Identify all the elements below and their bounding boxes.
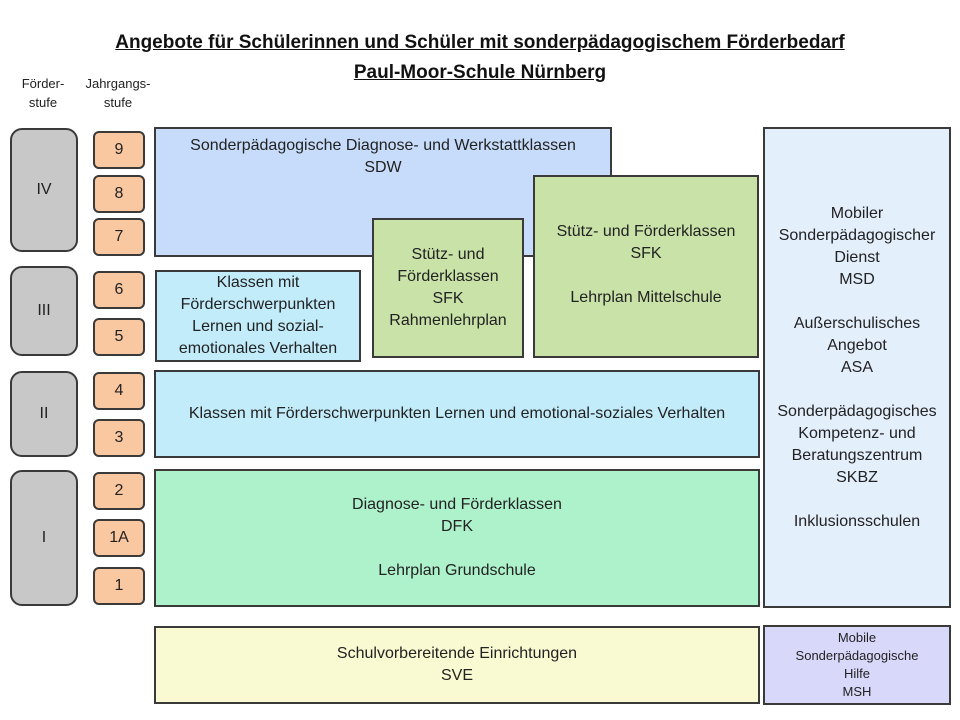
grade-1: 1	[93, 567, 145, 605]
grade-7: 7	[93, 218, 145, 256]
stage-iv: IV	[10, 128, 78, 252]
grade-6: 6	[93, 271, 145, 309]
stage-i: I	[10, 470, 78, 606]
jahrgangsstufe-header: Jahrgangs- stufe	[85, 76, 151, 110]
klassen-sozial-emotional-box: Klassen mit Förderschwerpunkten Lernen u…	[155, 270, 361, 362]
foerderstufe-header: Förder- stufe	[21, 76, 65, 110]
support-services-box: Mobiler Sonderpädagogischer Dienst MSD A…	[763, 127, 951, 608]
grade-8: 8	[93, 175, 145, 213]
dfk-box: Diagnose- und Förderklassen DFK Lehrplan…	[154, 469, 760, 607]
grade-4: 4	[93, 372, 145, 410]
msh-box: Mobile Sonderpädagogische Hilfe MSH	[763, 625, 951, 705]
sfk-mittelschule-box: Stütz- und Förderklassen SFK Lehrplan Mi…	[533, 175, 759, 358]
page-subtitle: Paul-Moor-Schule Nürnberg	[353, 62, 607, 83]
grade-9: 9	[93, 131, 145, 169]
grade-3: 3	[93, 419, 145, 457]
grade-5: 5	[93, 318, 145, 356]
grade-2: 2	[93, 472, 145, 510]
sve-box: Schulvorbereitende Einrichtungen SVE	[154, 626, 760, 704]
sfk-rahmenlehrplan-box: Stütz- und Förderklassen SFK Rahmenlehrp…	[372, 218, 524, 358]
page-title: Angebote für Schülerinnen und Schüler mi…	[115, 32, 845, 53]
stage-iii: III	[10, 266, 78, 356]
stage-ii: II	[10, 371, 78, 457]
grade-1a: 1A	[93, 519, 145, 557]
klassen-emotional-sozial-box: Klassen mit Förderschwerpunkten Lernen u…	[154, 370, 760, 458]
